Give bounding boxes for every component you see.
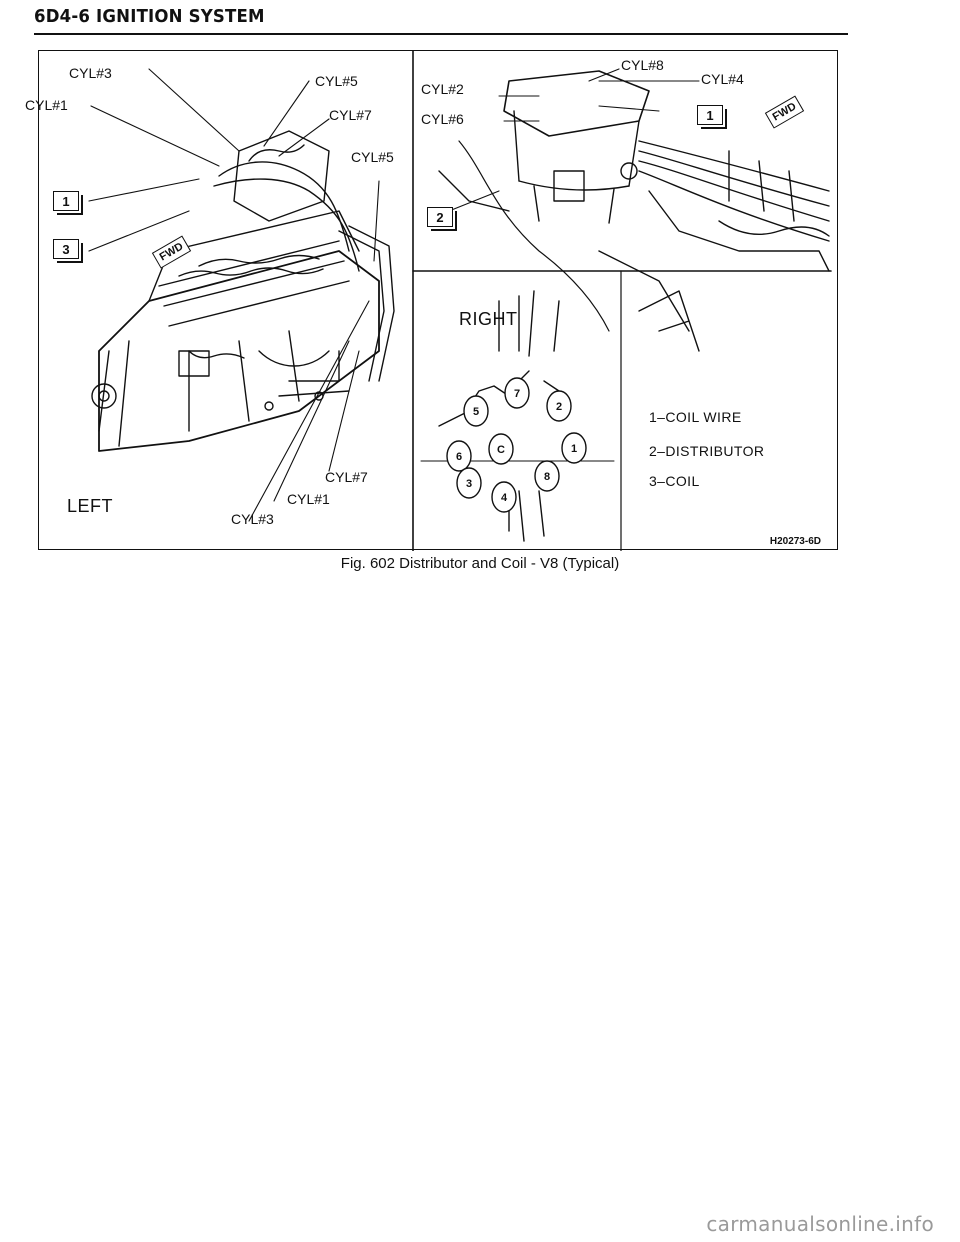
label-left-cyl-7-bottom: CYL#7 (325, 469, 368, 485)
cap-terminal-c: C (488, 433, 514, 465)
cap-terminal-7: 7 (504, 377, 530, 409)
watermark: carmanualsonline.info (706, 1212, 934, 1236)
label-right-cyl-8: CYL#8 (621, 57, 664, 73)
svg-text:6: 6 (456, 451, 462, 463)
svg-text:5: 5 (473, 406, 479, 418)
cap-terminal-3: 3 (456, 467, 482, 499)
label-left-cyl-5-side: CYL#5 (351, 149, 394, 165)
svg-text:8: 8 (544, 471, 550, 483)
legend-distributor: 2–DISTRIBUTOR (649, 443, 765, 459)
header-rule (34, 33, 848, 35)
cap-terminal-1: 1 (561, 432, 587, 464)
label-left-cyl-7-top: CYL#7 (329, 107, 372, 123)
cap-terminal-2: 2 (546, 390, 572, 422)
label-right-cyl-6: CYL#6 (421, 111, 464, 127)
svg-text:7: 7 (514, 388, 520, 400)
figure-frame: CYL#3 CYL#1 CYL#5 CYL#7 CYL#5 CYL#7 CYL#… (25, 50, 838, 551)
cap-terminal-8: 8 (534, 460, 560, 492)
cap-terminal-6: 6 (446, 440, 472, 472)
figure-code: H20273-6D (769, 536, 821, 547)
right-leader-lines (448, 68, 700, 212)
view-label-right: RIGHT (459, 309, 518, 329)
right-engine-drawing (438, 70, 830, 352)
page-header-title: 6D4-6 IGNITION SYSTEM (34, 6, 265, 27)
svg-text:C: C (497, 444, 505, 456)
legend-coil-wire: 1–COIL WIRE (649, 409, 742, 425)
figure-caption: Fig. 602 Distributor and Coil - V8 (Typi… (340, 555, 620, 572)
cap-terminal-5: 5 (463, 395, 489, 427)
legend-coil: 3–COIL (649, 473, 700, 489)
label-right-cyl-4: CYL#4 (701, 71, 744, 87)
label-left-cyl-5-top: CYL#5 (315, 73, 358, 89)
cap-terminal-4: 4 (491, 481, 517, 513)
left-engine-drawing (91, 130, 395, 452)
label-left-cyl-1-bottom: CYL#1 (287, 491, 330, 507)
svg-text:4: 4 (501, 492, 508, 504)
label-left-cyl-3-bottom: CYL#3 (231, 511, 274, 527)
svg-text:1: 1 (571, 443, 577, 455)
left-leader-lines (88, 68, 380, 522)
view-label-left: LEFT (67, 496, 114, 516)
label-left-cyl-3-top: CYL#3 (69, 65, 112, 81)
svg-text:3: 3 (466, 478, 472, 490)
svg-text:2: 2 (556, 401, 562, 413)
label-right-cyl-2: CYL#2 (421, 81, 464, 97)
engine-illustration (88, 51, 832, 551)
label-left-cyl-1-top: CYL#1 (25, 97, 68, 113)
